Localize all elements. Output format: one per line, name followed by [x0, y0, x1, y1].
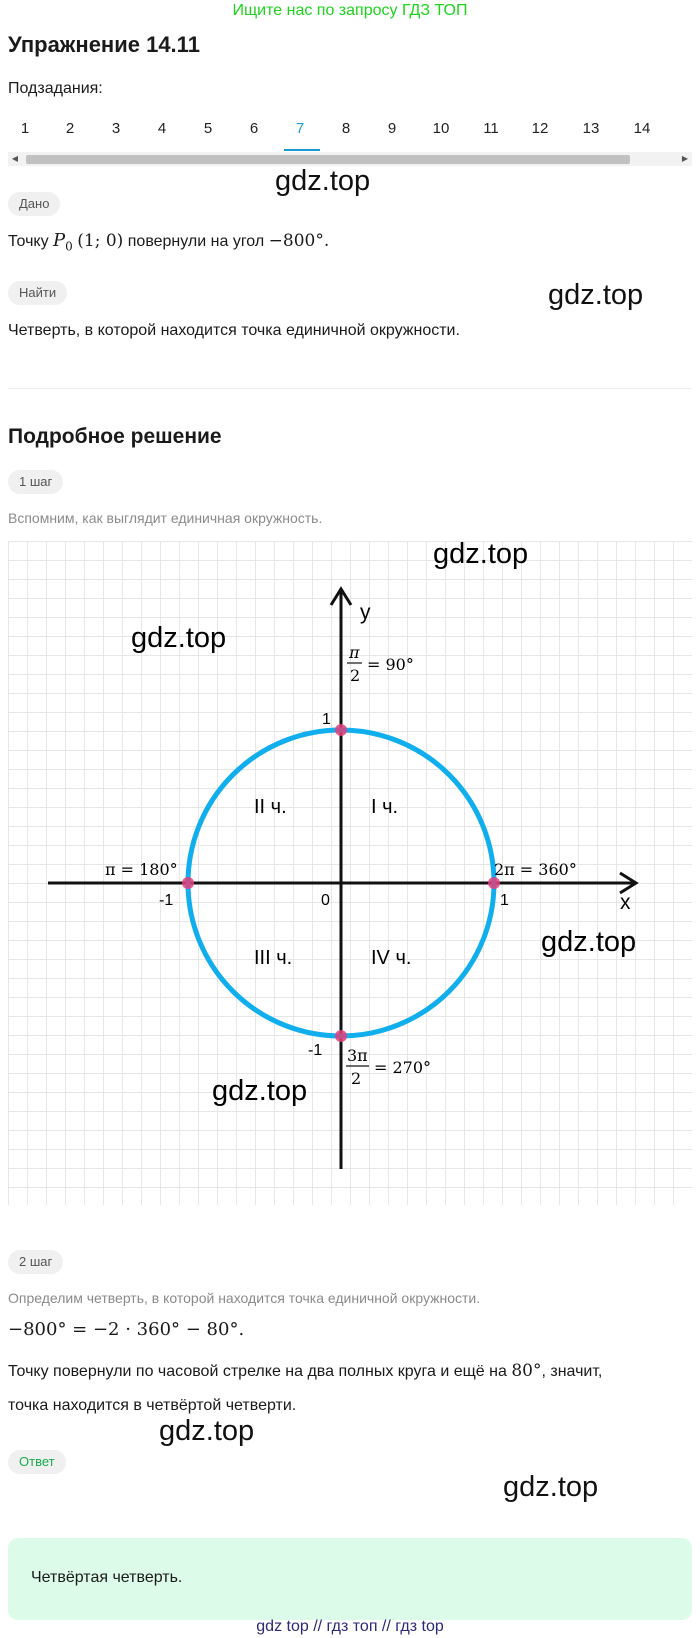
given-text-before: Точку: [8, 233, 49, 250]
subtask-tab-9[interactable]: 9: [387, 120, 397, 137]
page-title: Упражнение 14.11: [8, 32, 200, 57]
solution-title: Подробное решение: [8, 425, 222, 448]
subtasks-label: Подзадания:: [8, 80, 103, 97]
subtask-tab-4[interactable]: 4: [157, 120, 167, 137]
quadrant-2-label: II ч.: [254, 796, 287, 818]
given-point-coords: (1; 0): [77, 231, 124, 251]
subtask-tab-14[interactable]: 14: [633, 120, 651, 137]
find-text: Четверть, в которой находится точка един…: [8, 322, 460, 339]
point-270: [335, 1030, 347, 1042]
subtask-tab-6[interactable]: 6: [249, 120, 259, 137]
step2-line1-end: , значит,: [541, 1363, 603, 1380]
bottom-point-denominator: 2: [351, 1069, 361, 1088]
x-neg-label: -1: [159, 892, 173, 909]
watermark: gdz.top: [503, 1471, 599, 1503]
scrollbar-thumb[interactable]: [26, 155, 630, 164]
quadrant-3-label: III ч.: [254, 947, 292, 969]
step2-formula: −800° = −2 · 360° − 80°.: [8, 1319, 245, 1340]
step2-text: Определим четверть, в которой находится …: [8, 1290, 481, 1306]
answer-badge: Ответ: [8, 1450, 66, 1474]
unit-circle-graph: y x 0 1 -1 1 -1 II ч. I ч. III ч. IV ч. …: [8, 541, 692, 1205]
watermark: gdz.top: [212, 1075, 307, 1107]
promo-banner[interactable]: Ищите нас по запросу ГДЗ ТОП: [232, 2, 468, 19]
watermark: gdz.top: [541, 926, 636, 958]
graph-grid: [8, 541, 692, 1205]
origin-label: 0: [321, 892, 330, 909]
given-text-middle: повернули на угол: [127, 233, 265, 250]
watermark: gdz.top: [433, 541, 528, 570]
top-point-value: = 90°: [367, 655, 414, 674]
subtask-tab-11[interactable]: 11: [483, 120, 499, 137]
bottom-point-numerator: 3π: [347, 1046, 368, 1065]
subtask-tab-3[interactable]: 3: [111, 120, 121, 137]
bottom-point-value: = 270°: [374, 1058, 431, 1077]
top-point-numerator: π: [348, 643, 360, 662]
x-axis-arrow-icon: [619, 871, 639, 895]
footer-links[interactable]: gdz top // гдз топ // гдз top: [256, 1618, 444, 1635]
x-axis-label: x: [620, 891, 631, 914]
subtask-tab-7[interactable]: 7: [295, 120, 305, 137]
step1-badge: 1 шаг: [8, 470, 64, 494]
point-90: [335, 724, 347, 736]
watermark: gdz.top: [548, 279, 644, 311]
x-pos-label: 1: [500, 892, 509, 909]
scroll-left-icon[interactable]: ◀: [11, 154, 19, 163]
point-180: [182, 877, 194, 889]
answer-box: [8, 1538, 692, 1620]
active-tab-underline: [284, 149, 320, 151]
step1-text: Вспомним, как выглядит единичная окружно…: [8, 510, 323, 526]
watermark: gdz.top: [159, 1415, 255, 1447]
watermark: gdz.top: [275, 165, 371, 197]
given-point-sub: 0: [65, 239, 73, 254]
find-badge: Найти: [8, 281, 68, 305]
y-neg-label: -1: [308, 1042, 322, 1059]
quadrant-1-label: I ч.: [371, 796, 398, 818]
y-axis-arrow-icon: [329, 586, 353, 606]
y-axis-label: y: [360, 601, 371, 624]
step2-line1-start: Точку повернули по часовой стрелке на дв…: [8, 1363, 507, 1380]
given-text: Точку P0 (1; 0) повернули на угол −800°.: [8, 230, 329, 258]
subtask-tab-1[interactable]: 1: [20, 120, 30, 137]
subtask-tab-10[interactable]: 10: [432, 120, 450, 137]
given-point: P0: [53, 230, 73, 254]
step2-badge: 2 шаг: [8, 1250, 64, 1274]
left-point-label: π = 180°: [105, 860, 178, 879]
top-point-denominator: 2: [350, 666, 360, 685]
watermark: gdz.top: [131, 622, 226, 654]
tabs-scrollbar[interactable]: ◀ ▶: [8, 152, 692, 166]
answer-text: Четвёртая четверть.: [31, 1569, 183, 1586]
step2-line1-angle: 80°: [511, 1361, 542, 1381]
subtask-tab-12[interactable]: 12: [531, 120, 549, 137]
subtask-tab-2[interactable]: 2: [65, 120, 75, 137]
right-point-label: 2π = 360°: [494, 860, 577, 879]
scroll-right-icon[interactable]: ▶: [681, 154, 689, 163]
subtask-tab-13[interactable]: 13: [582, 120, 600, 137]
point-360: [488, 877, 500, 889]
subtask-tabs: 1 2 3 4 5 6 7 8 9 10 11 12 13 14: [8, 116, 692, 152]
given-point-letter: P: [53, 230, 66, 251]
step2-explanation-line1: Точку повернули по часовой стрелке на дв…: [8, 1360, 602, 1383]
section-divider: [8, 388, 692, 389]
given-badge: Дано: [8, 192, 61, 216]
subtask-tab-8[interactable]: 8: [341, 120, 351, 137]
step2-explanation-line2: точка находится в четвёртой четверти.: [8, 1397, 297, 1414]
quadrant-4-label: IV ч.: [371, 947, 411, 969]
given-angle: −800°.: [268, 231, 330, 251]
y-pos-label: 1: [322, 711, 331, 728]
subtask-tab-5[interactable]: 5: [203, 120, 213, 137]
